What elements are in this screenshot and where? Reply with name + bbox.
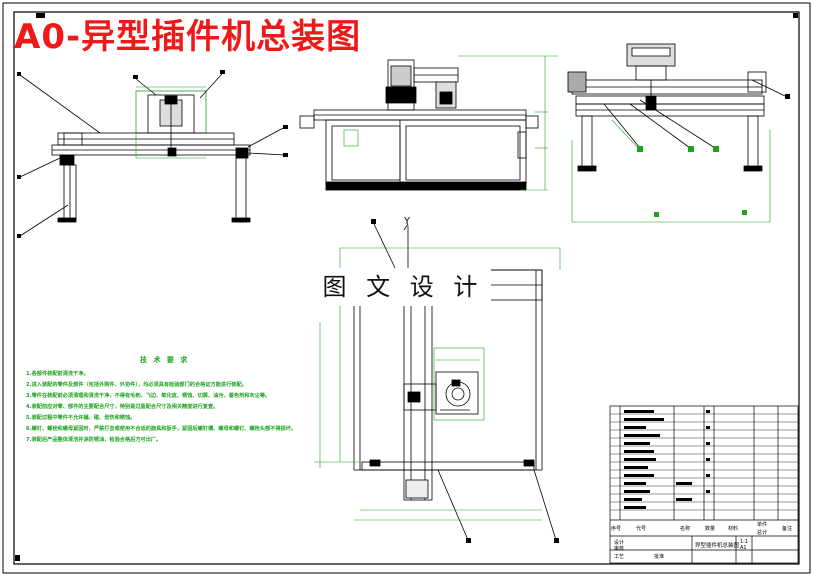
drawing-title: A0-异型插件机总装图 xyxy=(14,17,362,57)
technical-requirements-title: 技 术 要 求 xyxy=(140,356,190,364)
tb-label: 工艺 xyxy=(614,554,625,560)
corner-mark xyxy=(15,555,20,561)
tb-sheet: A1 xyxy=(740,545,747,551)
watermark-text: 图 文 设 计 xyxy=(315,268,491,306)
tb-header: 代号 xyxy=(636,526,647,532)
front-view xyxy=(299,59,539,191)
technical-note: 6.螺钉、螺栓和螺母紧固时，严禁打击或使用不合适的旋具和扳手，紧固后螺钉槽、螺母… xyxy=(26,426,297,432)
technical-note: 7.装配后产品整体清洁并涂防锈油，检验合格后方可出厂。 xyxy=(26,437,162,443)
technical-note: 1.各部件装配前清洗干净。 xyxy=(26,371,89,377)
title-block xyxy=(609,405,799,564)
tb-label: 设计 xyxy=(614,540,625,546)
tb-label: 批准 xyxy=(654,554,665,560)
title-block-fills xyxy=(624,410,710,509)
tb-header: 名称 xyxy=(680,526,691,532)
inner-border xyxy=(13,11,800,565)
end-view-balloons xyxy=(637,94,790,217)
end-view-dimensions xyxy=(571,119,771,223)
end-view xyxy=(567,43,786,172)
technical-note: 3.零件在装配前必须清理和清洗干净，不得有毛刺、飞边、氧化皮、锈蚀、切屑、油污、… xyxy=(26,393,271,399)
plan-view xyxy=(353,223,557,541)
left-view-dimensions xyxy=(135,86,206,159)
tb-header: 总计 xyxy=(757,530,768,536)
tb-drawing-name: 异型插件机总装图 xyxy=(695,543,740,549)
title-block-rows xyxy=(610,413,798,511)
technical-note: 2.进入装配的零件及部件（包括外购件、外协件），均必须具有检验部门的合格证方能进… xyxy=(26,382,247,388)
left-view-balloons xyxy=(17,70,288,238)
tb-header: 材料 xyxy=(728,526,739,532)
plan-view-dimensions xyxy=(314,247,561,521)
corner-mark xyxy=(36,13,45,18)
tb-header: 备注 xyxy=(782,526,793,532)
tb-label: 审核 xyxy=(614,546,625,552)
left-side-view xyxy=(19,73,286,237)
technical-note: 5.装配过程中零件不允许磕、碰、划伤和锈蚀。 xyxy=(26,415,136,421)
technical-note: 4.装配前应对零、部件的主要配合尺寸，特别是过盈配合尺寸及相关精度进行复查。 xyxy=(26,404,219,410)
plan-view-balloons xyxy=(371,219,559,543)
front-view-dimensions xyxy=(343,55,558,191)
corner-mark xyxy=(793,13,798,18)
tb-header: 数量 xyxy=(705,526,716,532)
tb-header: 序号 xyxy=(611,526,622,532)
y-axis-label: Y xyxy=(404,216,411,227)
tb-header: 单件 xyxy=(757,522,768,528)
tb-scale: 1:1 xyxy=(740,539,749,545)
